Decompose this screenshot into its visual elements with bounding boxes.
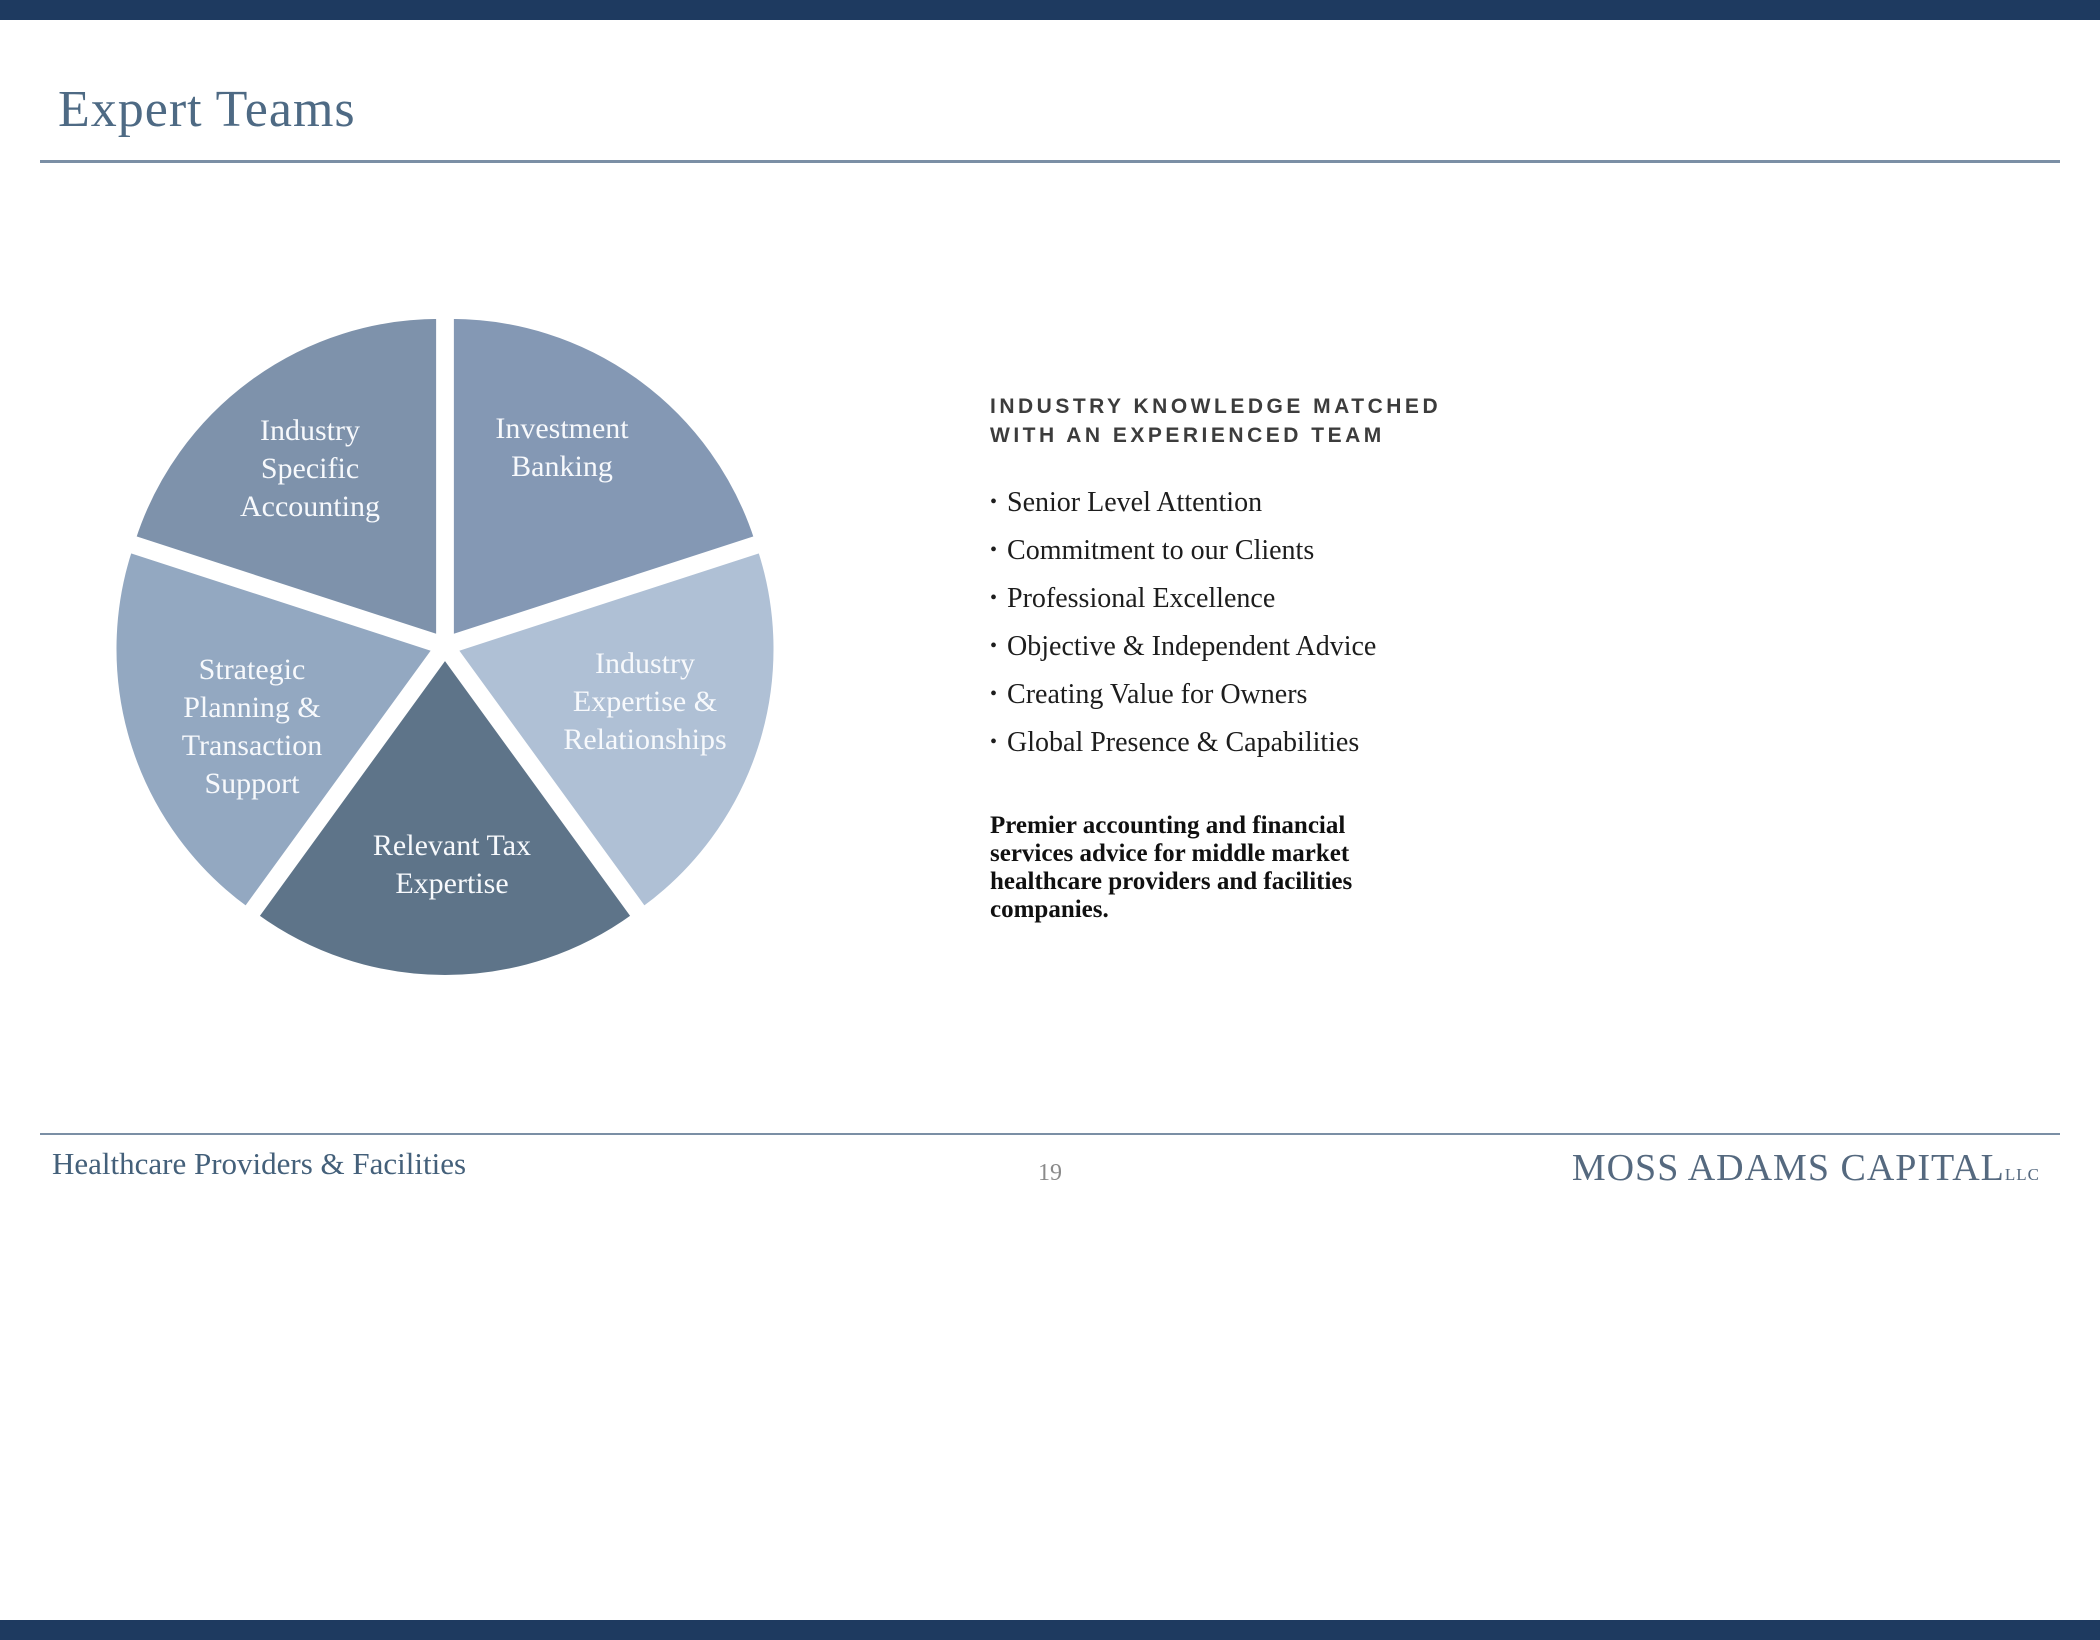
- page-number: 19: [1038, 1160, 1062, 1186]
- section-heading: INDUSTRY KNOWLEDGE MATCHED WITH AN EXPER…: [990, 392, 1550, 450]
- bullet-text: Professional Excellence: [1007, 583, 1276, 614]
- bullet-marker: •: [990, 731, 998, 753]
- section-heading-line2: WITH AN EXPERIENCED TEAM: [990, 424, 1385, 447]
- bullet-list: • Senior Level Attention • Commitment to o…: [990, 480, 1550, 768]
- bullet-item: • Commitment to our Clients: [990, 528, 1550, 576]
- bullet-item: • Senior Level Attention: [990, 480, 1550, 528]
- page-title: Expert Teams: [58, 81, 356, 138]
- wheel-slice-industry-specific-accounting: [129, 312, 443, 641]
- title-divider: [40, 160, 2060, 163]
- bullet-text: Creating Value for Owners: [1007, 679, 1308, 710]
- bullet-marker: •: [990, 491, 998, 513]
- top-accent-bar: [0, 0, 2100, 20]
- brand-suffix: LLC: [2004, 1165, 2040, 1184]
- wheel-slice-investment-banking: [447, 312, 761, 641]
- brand-logo: MOSS ADAMS CAPITALLLC: [1572, 1146, 2040, 1190]
- bullet-marker: •: [990, 587, 998, 609]
- bullet-item: • Global Presence & Capabilities: [990, 720, 1550, 768]
- wheel-slice-industry-expertise-relationships: [451, 546, 780, 913]
- bullet-text: Objective & Independent Advice: [1007, 631, 1377, 662]
- bullet-marker: •: [990, 683, 998, 705]
- brand-name: MOSS ADAMS CAPITAL: [1571, 1147, 2005, 1189]
- right-panel: INDUSTRY KNOWLEDGE MATCHED WITH AN EXPER…: [990, 392, 1550, 924]
- summary-paragraph: Premier accounting and financial service…: [990, 812, 1353, 923]
- bullet-text: Senior Level Attention: [1007, 487, 1263, 518]
- wheel-slice-strategic-planning-transaction-support: [110, 546, 439, 913]
- bullet-item: • Objective & Independent Advice: [990, 624, 1550, 672]
- footer-divider: [40, 1133, 2060, 1135]
- bullet-item: • Creating Value for Owners: [990, 672, 1550, 720]
- footer-section-title: Healthcare Providers & Facilities: [52, 1146, 467, 1181]
- bullet-marker: •: [990, 635, 998, 657]
- bullet-text: Global Presence & Capabilities: [1007, 727, 1360, 758]
- section-heading-line1: INDUSTRY KNOWLEDGE MATCHED: [990, 395, 1442, 418]
- bullet-marker: •: [990, 539, 998, 561]
- bullet-item: • Professional Excellence: [990, 576, 1550, 624]
- wheel-slice-relevant-tax-expertise: [252, 653, 638, 981]
- bottom-accent-bar: [0, 1620, 2100, 1640]
- bullet-text: Commitment to our Clients: [1007, 535, 1315, 566]
